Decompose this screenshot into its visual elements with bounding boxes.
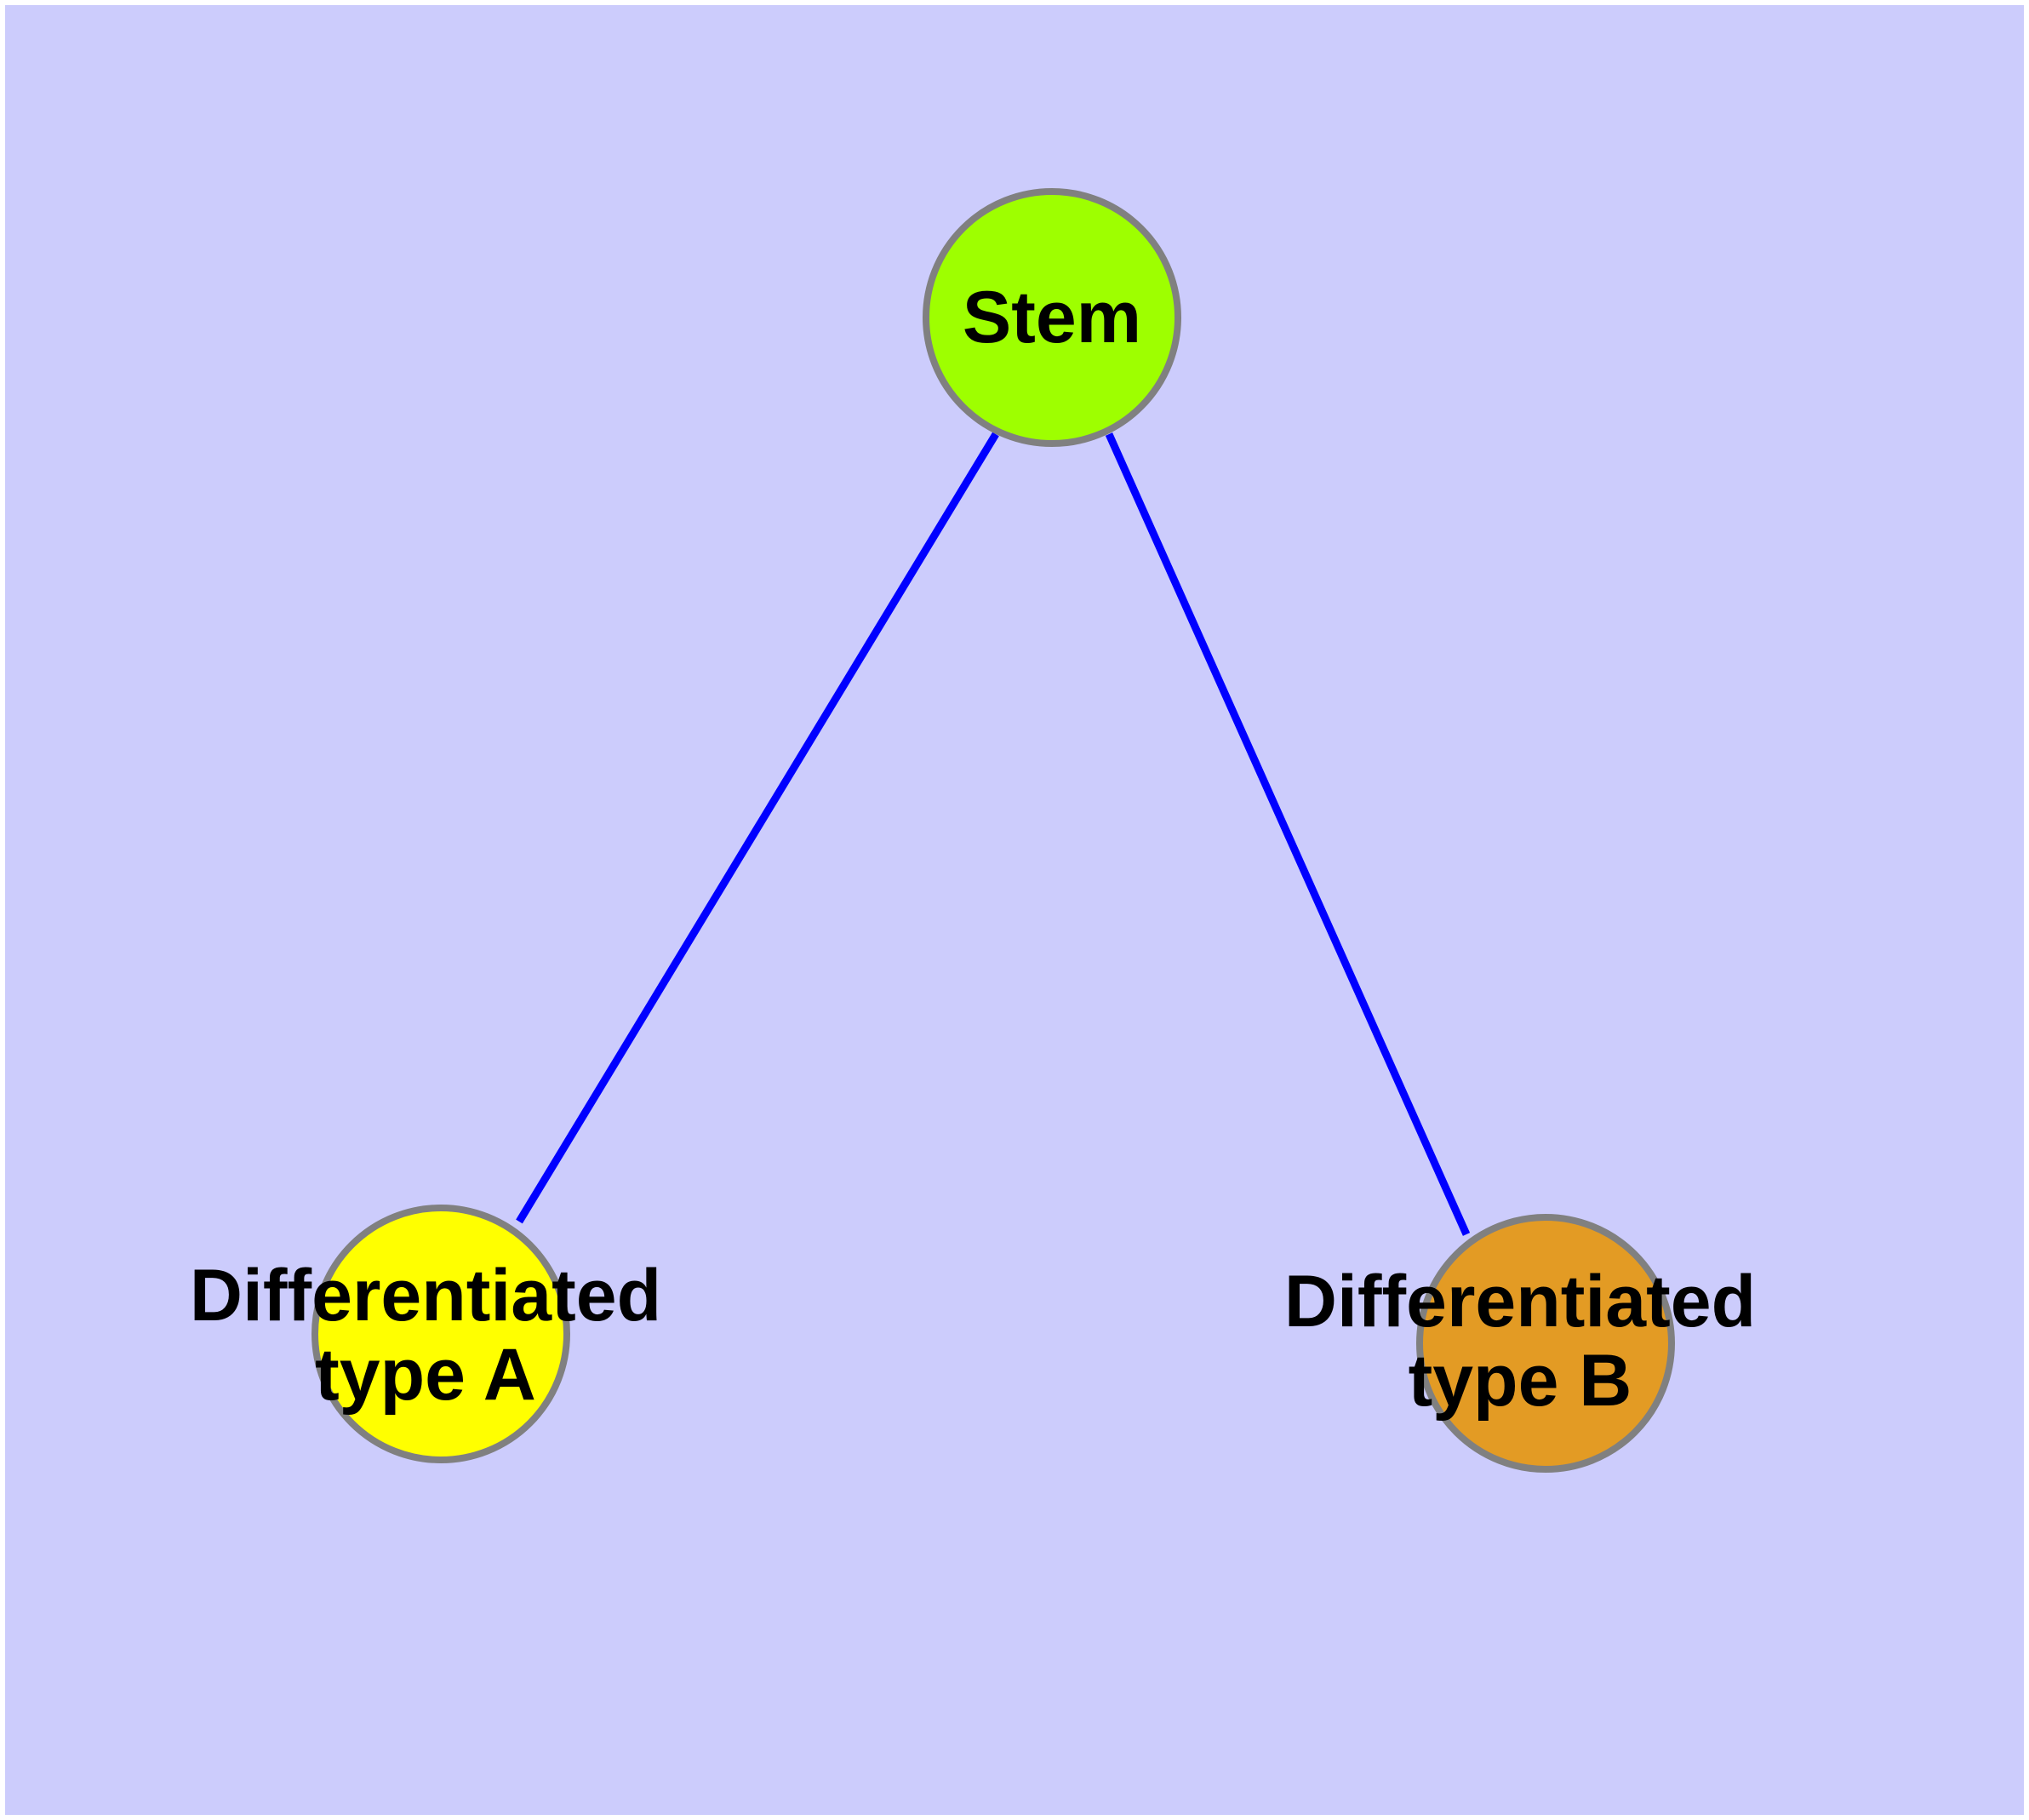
edge-stem-to-diff-a (516, 432, 999, 1224)
edge-layer (516, 432, 1471, 1236)
node-stem[interactable] (923, 188, 1181, 447)
node-differentiated-type-b[interactable] (1416, 1214, 1675, 1473)
node-layer: Stem Differentiated type A Differentiate… (5, 5, 2024, 1815)
diagram-plot-area: Stem Differentiated type A Differentiate… (5, 5, 2024, 1815)
node-differentiated-type-a[interactable] (311, 1205, 570, 1463)
edge-stem-to-diff-b (1105, 432, 1471, 1236)
